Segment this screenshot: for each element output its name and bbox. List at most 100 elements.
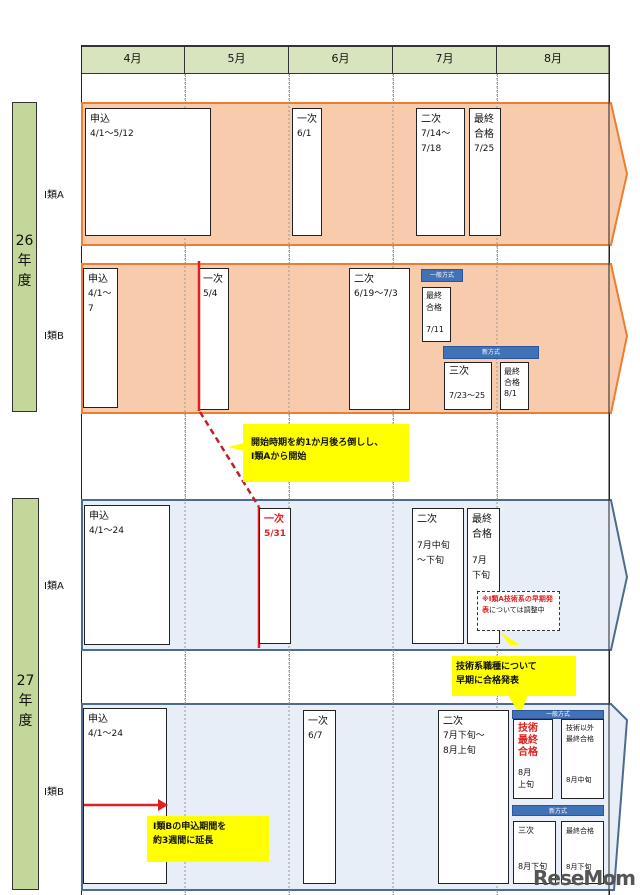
box-line: 7 <box>88 304 94 314</box>
box-line: 7/14～ <box>421 129 451 139</box>
box-title: 二次 <box>443 716 463 727</box>
grid-left <box>81 45 82 895</box>
category-27-b: Ⅰ類B <box>44 787 64 798</box>
callout-line: Ⅰ類Aから開始 <box>251 452 307 462</box>
box-27b-final-new: 最終合格 8月下旬 <box>561 821 604 884</box>
box-title: 一次 <box>203 274 223 285</box>
pill-27b-new: 新方式 <box>512 805 604 816</box>
box-line: 8月上旬 <box>443 746 476 756</box>
box-title: 二次 <box>421 114 441 125</box>
box-line: 8月下旬 <box>566 863 592 871</box>
callout-line: 早期に合格発表 <box>456 676 520 686</box>
note-early-announcement: ※Ⅰ類A技術系の早期発表については調整中 <box>477 591 560 631</box>
box-line: 合格 <box>474 129 494 140</box>
box-line: 8/1 <box>504 389 517 398</box>
box-line: 7/18 <box>421 144 442 154</box>
box-line: 7/11 <box>426 325 444 334</box>
box-line: 合格 <box>472 529 492 540</box>
box-line: 7月中旬 <box>417 541 450 551</box>
box-title: 一次 <box>264 514 284 525</box>
pill-27b-general: 一般方式 <box>512 710 604 719</box>
box-26a-final: 最終 合格 7/25 <box>469 108 501 236</box>
box-line: 合格 <box>504 378 520 387</box>
category-26-b: Ⅰ類B <box>44 331 64 342</box>
box-line: 4/1～24 <box>89 526 124 536</box>
month-header <box>81 45 610 74</box>
note-text: については調整中 <box>489 606 545 614</box>
box-line: 8月下旬 <box>518 862 548 871</box>
box-title: 一次 <box>297 114 317 125</box>
year-num: 27 <box>16 673 35 689</box>
box-26a-apply: 申込 4/1～5/12 <box>85 108 211 236</box>
box-line: 合格 <box>426 303 442 312</box>
box-title: 最終 <box>472 514 492 525</box>
grid-aug <box>497 74 498 895</box>
box-line: 4/1～24 <box>88 729 123 739</box>
year-nen: 年 <box>18 693 33 709</box>
box-27a-apply: 申込 4/1～24 <box>84 505 170 645</box>
month-7: 7月 <box>393 45 497 74</box>
box-26b-final-general: 最終 合格 7/11 <box>422 287 451 342</box>
year-do: 度 <box>18 713 33 729</box>
box-27b-first: 一次 6/7 <box>303 710 336 884</box>
box-title: 技術以外 <box>566 724 594 732</box>
grid-may <box>185 74 186 895</box>
box-26b-second: 二次 6/19～7/3 <box>349 268 410 410</box>
box-line: 最終 <box>518 735 538 746</box>
pill-26b-new: 新方式 <box>443 346 539 359</box>
year-do: 度 <box>17 273 32 289</box>
box-line: 5/31 <box>264 529 287 539</box>
month-6: 6月 <box>289 45 393 74</box>
callout-line: 開始時期を約1か月後ろ倒しし、 <box>251 438 384 448</box>
box-27a-second: 二次 7月中旬 ～下旬 <box>412 508 464 644</box>
box-line: 5/4 <box>203 289 218 299</box>
box-line: 合格 <box>518 747 538 758</box>
box-title: 申込 <box>89 511 109 522</box>
box-line: 6/1 <box>297 129 312 139</box>
box-27b-third: 三次 8月下旬 <box>513 821 556 884</box>
category-27-a: Ⅰ類A <box>44 581 64 592</box>
box-line: 7月 <box>472 556 487 566</box>
watermark: ReseMom <box>533 866 636 890</box>
callout-line: Ⅰ類Bの申込期間を <box>153 822 227 832</box>
box-title: 申込 <box>88 274 108 285</box>
box-title: 最終 <box>426 291 442 300</box>
callout-line: 技術系職種について <box>456 662 537 672</box>
box-line: 4/1～5/12 <box>90 129 134 139</box>
category-26-a: Ⅰ類A <box>44 190 64 201</box>
note-red-text: ※Ⅰ類A技術系の早期発表 <box>482 595 553 614</box>
box-line: 4/1～ <box>88 289 112 299</box>
box-title: 最終合格 <box>566 827 594 835</box>
grid-jul <box>393 74 394 895</box>
box-title: 最終 <box>504 367 520 376</box>
callout-early-announce: 技術系職種について 早期に合格発表 <box>452 656 576 696</box>
grid-jun <box>289 74 290 895</box>
box-line: ～下旬 <box>417 556 445 566</box>
box-26a-first: 一次 6/1 <box>292 108 322 236</box>
box-27b-nontech-final: 技術以外 最終合格 8月中旬 <box>561 719 604 799</box>
box-line: 8月 <box>518 768 532 777</box>
callout-line: 約3週間に延長 <box>153 836 214 846</box>
box-title: 申込 <box>88 714 108 725</box>
month-4: 4月 <box>81 45 185 74</box>
box-title: 最終 <box>474 114 494 125</box>
box-26b-third: 三次 7/23～25 <box>444 362 492 410</box>
box-27b-tech-final: 技術 最終 合格 8月 上旬 <box>513 719 553 799</box>
box-line: 6/19～7/3 <box>354 289 398 299</box>
box-title: 二次 <box>354 274 374 285</box>
box-title: 二次 <box>417 514 437 525</box>
month-5: 5月 <box>185 45 289 74</box>
box-line: 6/7 <box>308 731 323 741</box>
box-line: 7月下旬～ <box>443 731 485 741</box>
box-line: 下旬 <box>472 571 491 581</box>
box-26b-final-new: 最終 合格 8/1 <box>500 362 529 410</box>
box-title: 技術 <box>518 723 538 734</box>
box-27a-first: 一次 5/31 <box>259 508 291 644</box>
year-label-26: 26 年 度 <box>12 102 37 412</box>
box-26b-apply: 申込 4/1～ 7 <box>83 268 118 408</box>
box-line: 最終合格 <box>566 735 594 743</box>
box-line: 上旬 <box>518 780 534 789</box>
year-num: 26 <box>15 233 34 249</box>
box-26b-first: 一次 5/4 <box>198 268 229 410</box>
